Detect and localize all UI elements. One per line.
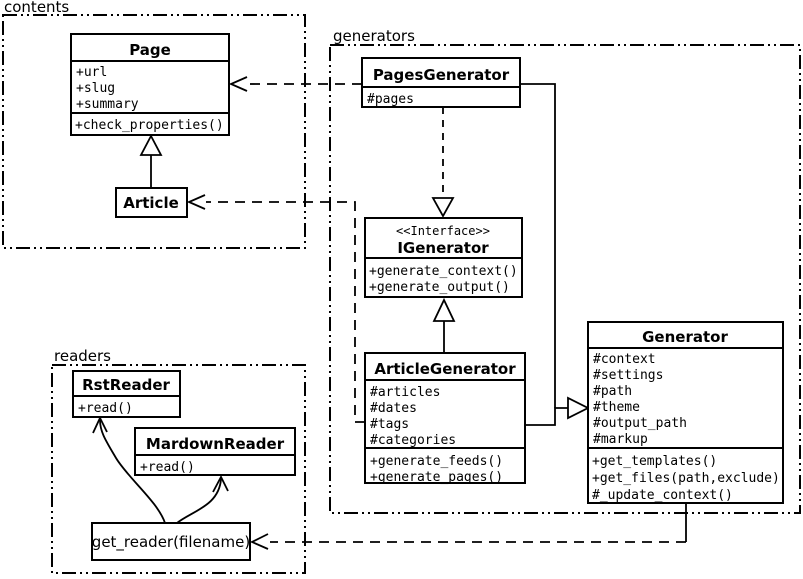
package-contents-label: contents [4, 0, 69, 16]
dependency-articlegenerator-to-article [186, 194, 365, 423]
class-articlegenerator: ArticleGenerator #articles #dates #tags … [364, 352, 526, 485]
package-generators-border [329, 44, 801, 514]
arrow-getreader-to-mardownreader [176, 475, 229, 524]
class-rstreader-name: RstReader [82, 376, 170, 394]
realization-pagesgenerator-to-igenerator [431, 107, 455, 218]
class-article-name: Article [123, 194, 179, 212]
class-articlegenerator-name: ArticleGenerator [374, 360, 516, 378]
method: +generate_output() [369, 280, 510, 295]
class-article-box [115, 187, 188, 218]
method: +check_properties() [75, 118, 224, 133]
class-rstreader: RstReader +read() [72, 370, 181, 418]
inheritance-articlegenerator-to-igenerator [432, 297, 456, 353]
attribute: #tags [370, 417, 409, 432]
dependency-pagesgenerator-to-page [228, 76, 362, 92]
class-igenerator: <<Interface>> IGenerator +generate_conte… [364, 217, 523, 298]
package-readers-label: readers [54, 347, 111, 365]
class-article: Article [115, 187, 188, 218]
attribute: +url [76, 65, 107, 80]
open-arrowhead-icon [186, 194, 206, 210]
class-igenerator-stereotype: <<Interface>> [396, 224, 490, 238]
attribute: #settings [593, 368, 663, 383]
class-page-name: Page [129, 41, 171, 59]
attribute: #articles [370, 385, 440, 400]
attribute: +slug [76, 81, 115, 96]
class-mardownreader-box [134, 427, 296, 476]
class-pagesgenerator-box [361, 57, 521, 108]
attribute: #output_path [593, 416, 687, 431]
hollow-triangle-icon [139, 134, 163, 156]
package-generators-label: generators [333, 27, 415, 45]
method: +generate_feeds() [370, 454, 503, 469]
attribute: #pages [367, 92, 414, 107]
method: #_update_context() [592, 488, 733, 503]
method: +generate_context() [369, 264, 518, 279]
method: +get_files(path,exclude) [592, 471, 780, 486]
class-igenerator-name: IGenerator [397, 239, 489, 257]
function-getreader-box [91, 522, 251, 561]
hollow-triangle-icon [431, 197, 455, 218]
method: +read() [78, 401, 133, 416]
inheritance-line-articlegenerator [525, 407, 568, 426]
class-generator-name: Generator [642, 328, 728, 346]
inheritance-article-to-page [139, 134, 163, 188]
class-mardownreader: MardownReader +read() [134, 427, 296, 476]
attribute: #context [593, 352, 656, 367]
function-getreader-label: get_reader(filename) [92, 533, 250, 552]
attribute: #markup [593, 432, 648, 447]
open-arrowhead-icon [212, 475, 229, 493]
method: +get_templates() [592, 454, 717, 469]
class-articlegenerator-box [364, 352, 526, 484]
class-page: Page +url +slug +summary +check_properti… [70, 33, 230, 136]
curved-line [99, 419, 166, 524]
method: +generate_pages() [370, 470, 503, 485]
package-contents: contents [2, 0, 306, 249]
curved-line [176, 478, 222, 524]
package-generators: generators [329, 27, 801, 514]
attribute: #theme [593, 400, 640, 415]
function-getreader: get_reader(filename) [91, 522, 251, 561]
open-arrowhead-icon [249, 533, 269, 550]
class-generator: Generator #context #settings #path #them… [587, 321, 784, 504]
hollow-triangle-icon [432, 297, 456, 322]
class-rstreader-box [72, 370, 181, 418]
attribute: +summary [76, 97, 139, 112]
method: +read() [140, 460, 195, 475]
package-readers: readers [51, 347, 306, 574]
class-page-box [70, 33, 230, 136]
class-pagesgenerator: PagesGenerator #pages [361, 57, 521, 108]
attribute: #path [593, 384, 632, 399]
dependency-generator-to-getreader [249, 503, 687, 550]
dependency-line [206, 201, 365, 423]
class-generator-box [587, 321, 784, 504]
inheritance-line-pagesgenerator [520, 83, 556, 408]
attribute: #dates [370, 401, 417, 416]
hollow-triangle-icon [567, 396, 591, 420]
inheritance-to-generator [520, 83, 591, 426]
package-contents-border [2, 14, 306, 249]
package-readers-border [51, 364, 306, 574]
open-arrowhead-icon [228, 76, 248, 92]
attribute: #categories [370, 433, 456, 448]
class-pagesgenerator-name: PagesGenerator [373, 66, 510, 84]
class-mardownreader-name: MardownReader [146, 435, 285, 453]
